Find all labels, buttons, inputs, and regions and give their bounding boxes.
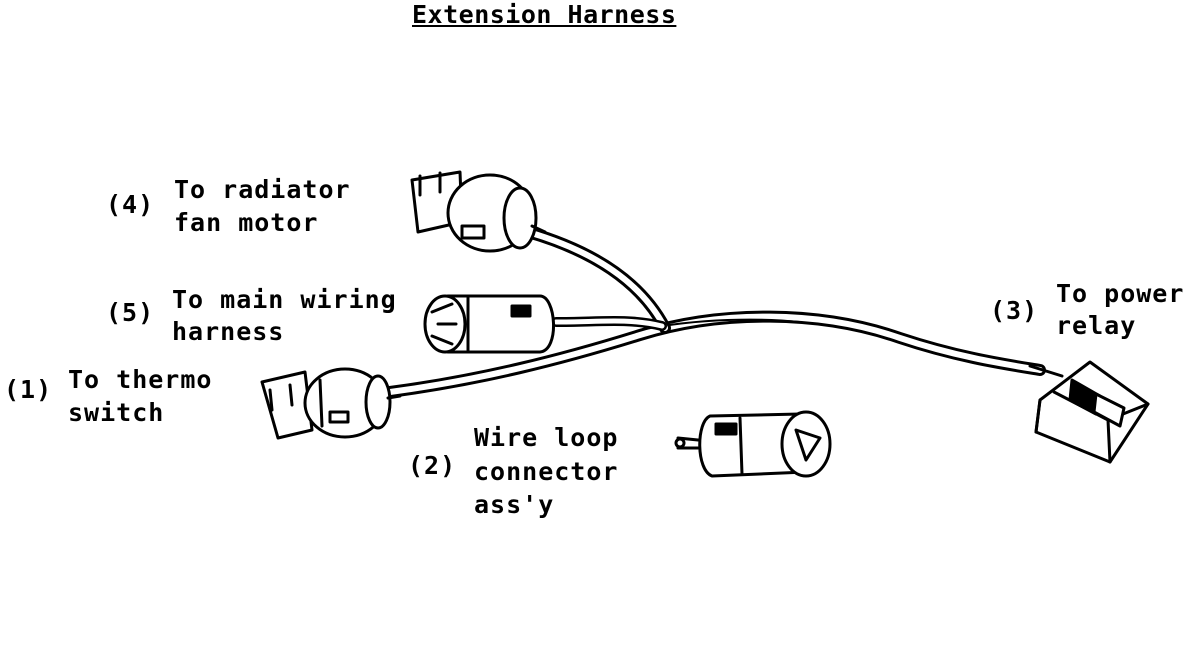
callout-1-label-line2: switch [68, 398, 165, 427]
callout-4-number: (4) [106, 190, 155, 219]
connector-thermo-switch [260, 367, 402, 440]
connector-main-harness [423, 294, 555, 354]
callout-5-number: (5) [106, 298, 155, 327]
callout-2-label-line2: connector [474, 457, 619, 486]
callout-2-label-line1: Wire loop [474, 423, 619, 452]
callout-3-number: (3) [990, 296, 1039, 325]
callout-5-label-line1: To main wiring [172, 285, 397, 314]
callout-2-label-line3: ass'y [474, 490, 555, 519]
callout-4-label-line1: To radiator [174, 175, 351, 204]
callout-4-label-line2: fan motor [174, 208, 319, 237]
connector-fan-motor [410, 170, 547, 253]
callout-5-label-line2: harness [172, 317, 285, 346]
connector-wire-loop [674, 410, 832, 478]
callout-2-number: (2) [408, 451, 457, 480]
branch-wire-main [551, 316, 667, 331]
callout-1-label-line1: To thermo [68, 365, 213, 394]
connector-power-relay [1028, 360, 1150, 464]
callout-3-label-line1: To power [1056, 279, 1185, 308]
callout-1-number: (1) [4, 375, 53, 404]
branch-wire-fan [522, 226, 671, 334]
callout-3-label-line2: relay [1056, 311, 1137, 340]
diagram-title: Extension Harness [412, 0, 677, 29]
